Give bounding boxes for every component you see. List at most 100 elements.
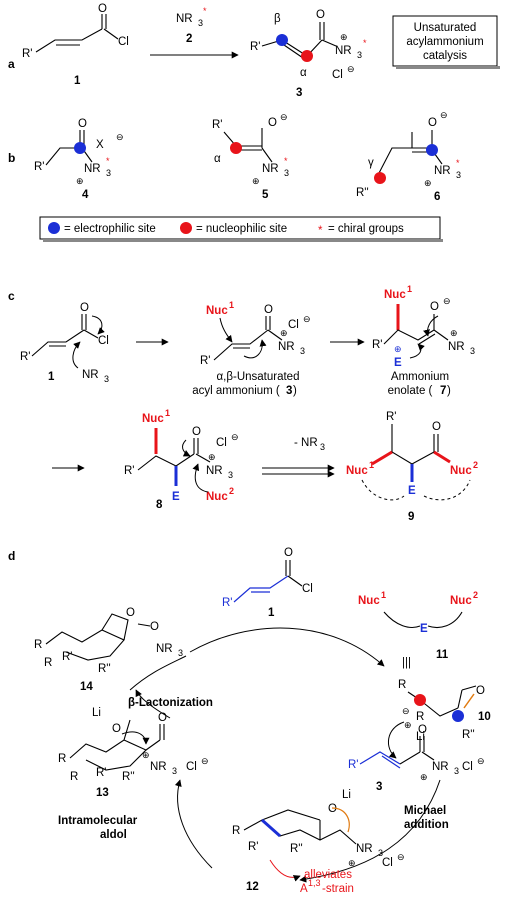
curly-arrow-nuc2 [192,463,209,493]
nuc1-superscript: 1 [407,284,412,294]
chloride-label: Cl [216,437,227,449]
plus-charge: ⊕ [252,176,260,186]
plus-charge: ⊕ [348,858,356,868]
compound-number-11: 11 [436,649,449,661]
legend-nucleophilic-dot [180,222,192,234]
plus-charge: ⊕ [208,452,216,462]
r-double-prime-label: R'' [290,843,303,855]
subscript-3: 3 [454,766,459,776]
compound-number-12: 12 [246,881,259,893]
equivalence-mark: ||| [402,657,411,669]
ring-bonds [69,719,147,771]
michael-label-2: addition [404,819,449,831]
nuc1-superscript: 1 [369,460,374,470]
oxygen-label: O [418,724,427,736]
panel-a-label: a [8,57,15,71]
legend-nucleophilic-text: = nucleophilic site [196,223,287,235]
chiral-star: * [284,156,288,166]
nr3-label: NR [434,165,451,177]
nuc1-superscript: 1 [165,408,170,418]
r-label-2: R [416,711,424,723]
compound-6: γ O ⊖ R'' NR 3 * ⊕ 6 [356,110,461,203]
cycle-arc-left [174,779,213,869]
nuc2-superscript: 2 [473,460,478,470]
electrophilic-site [452,710,464,722]
panel-a: a R' O Cl 1 NR 3 * 2 R' β O NR [8,3,500,99]
oxygen-label: O [98,3,107,15]
bond-skeleton [261,39,323,61]
c-cl-bond [103,28,119,40]
minus-charge: ⊖ [477,756,485,766]
panel-d-label: d [8,549,15,563]
tether-bonds [383,611,463,629]
nuc2-bond [433,450,451,464]
r-double-prime-label: R'' [98,663,111,675]
subscript-3: 3 [284,168,289,178]
nucleophilic-site [230,142,242,154]
compound-number-3: 3 [296,87,302,99]
compound-12: R R' R'' O Li NR 3 ⊕ Cl ⊖ 12 alleviates … [232,789,405,895]
subscript-3: 3 [198,18,203,28]
nuc1-label: Nuc [384,289,406,301]
minus-charge: ⊖ [347,64,355,74]
nr3-label: NR [335,45,352,57]
bond-skeleton [377,130,443,176]
lactone-carbonyl-bond [137,623,151,627]
nuc1-label: Nuc [358,595,380,607]
subscript-3: 3 [320,442,325,452]
subscript-3: 3 [178,648,183,658]
bond-skeleton [383,314,449,345]
r-prime-label: R' [222,597,233,609]
r-double-prime-label: R'' [122,771,135,783]
minus-charge: ⊖ [440,110,448,120]
subscript-3: 3 [106,168,111,178]
r-prime-label: R' [250,41,261,53]
nuc1-label: Nuc [142,413,164,425]
curly-arrow-attack [72,341,81,369]
subscript-3: 3 [378,848,383,858]
compound-7-ammonium-enolate: Nuc 1 R' O ⊖ NR 3 ⊕ E ⊕ Ammonium enolate… [372,284,475,397]
subscript-3: 3 [228,470,233,480]
compound-3-nuc-attack: Nuc 1 R' O NR 3 ⊕ Cl ⊖ α,β-Unsaturated a… [192,300,310,397]
r-prime-label: R' [20,351,31,363]
compound-number-3: 3 [376,781,382,793]
legend-chiral-text: = chiral groups [328,223,404,235]
caption-close-paren: ) [447,385,451,397]
compound-8: Nuc 1 R' E O NR 3 ⊕ Cl ⊖ Nuc 2 8 [124,408,239,511]
nuc1-label: Nuc [206,305,228,317]
compound-number-4: 4 [82,189,89,201]
michael-label-1: Michael [404,805,446,817]
r-prime-label: R' [34,161,45,173]
compound-13: R Li O R' R R'' O NR 3 ⊕ Cl ⊖ 13 [58,707,209,799]
beta-label: β [274,13,281,25]
r-label: R [34,639,42,651]
curly-arrow-michael [388,721,405,759]
panel-c: c R' O Cl NR 3 1 Nuc 1 R' O NR 3 ⊕ Cl [8,284,478,523]
electrophile-e-label: E [408,485,416,497]
plus-charge: ⊕ [424,178,432,188]
nuc2-label: Nuc [450,465,472,477]
oxygen-label: O [432,421,441,433]
chiral-star: * [363,38,367,48]
chlorine-label: Cl [302,583,313,595]
catalysis-box: Unsaturated acylammonium catalysis [392,15,500,69]
oxygen-label: O [112,723,121,735]
subscript-3: 3 [300,346,305,356]
cycle-arc-right [299,779,441,883]
plus-charge: ⊕ [340,32,348,42]
curly-arrow-cl [91,315,105,335]
oxygen-label-2: O [150,621,159,633]
nucleophilic-site [374,172,386,184]
oxygen-label: O [78,118,87,130]
r-prime-label: R' [386,411,397,423]
caption-line-2: acyl ammonium ( [192,385,280,397]
bond-skeleton [213,316,283,361]
nuc2-superscript: 2 [229,486,234,496]
plus-charge: ⊕ [450,328,458,338]
r-prime-label: R' [348,759,359,771]
caption-line-2: enolate ( [388,385,433,397]
chloride-label: Cl [332,69,343,81]
r-prime-label: R' [96,767,107,779]
site-legend: = electrophilic site = nucleophilic site… [39,216,443,242]
compound-10: R O R R'' ⊖ 10 Li ⊕ [388,679,491,759]
